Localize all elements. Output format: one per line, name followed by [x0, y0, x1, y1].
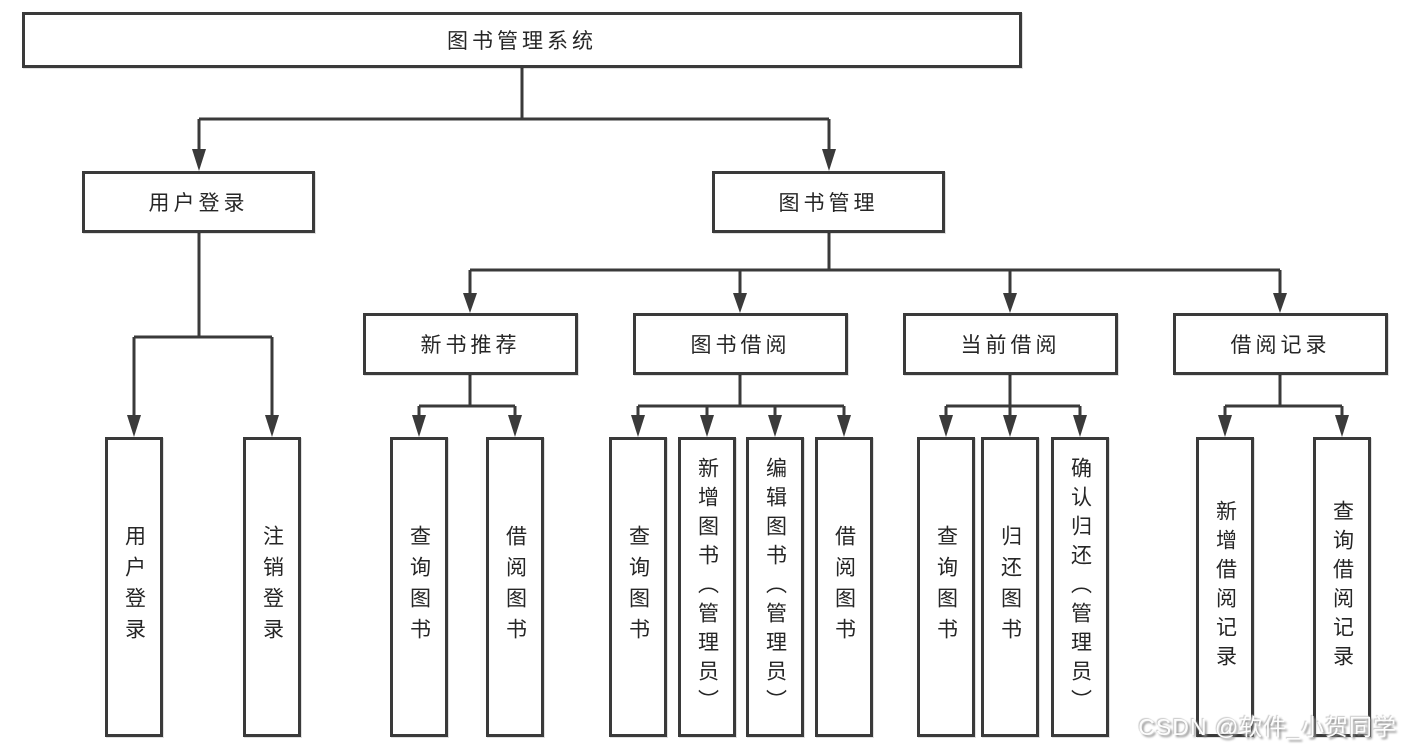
arrow-to-leaf-bb-add: [700, 415, 714, 437]
arrow-to-leaf-logout: [265, 415, 279, 437]
arrow-to-borrowing: [733, 293, 747, 313]
leaf-bb-edit-books-admin: 编辑图书（管理员）: [746, 437, 804, 737]
connector-new-book-to-leaves: [417, 375, 517, 419]
arrow-to-leaf-bb-edit: [768, 415, 782, 437]
node-library-management-system: 图书管理系统: [22, 12, 1022, 68]
node-new-book-recommend: 新书推荐: [363, 313, 578, 375]
leaf-cb-confirm-return-admin: 确认归还（管理员）: [1051, 437, 1109, 737]
leaf-br-add-record: 新增借阅记录: [1196, 437, 1254, 737]
leaf-bb-query-books: 查询图书: [609, 437, 667, 737]
leaf-cb-query-books: 查询图书: [917, 437, 975, 737]
arrow-to-leaf-login: [127, 415, 141, 437]
node-current-borrowing: 当前借阅: [903, 313, 1118, 375]
arrow-to-current: [1003, 293, 1017, 313]
arrow-to-leaf-cb-return: [1003, 415, 1017, 437]
arrow-to-leaf-nb-query: [412, 415, 426, 437]
leaf-logout: 注销登录: [243, 437, 301, 737]
node-user-login: 用户登录: [82, 171, 315, 233]
arrow-to-leaf-cb-query: [939, 415, 953, 437]
connector-borrowing-to-leaves: [636, 375, 846, 419]
leaf-cb-return-books: 归还图书: [981, 437, 1039, 737]
arrow-to-user-login: [192, 149, 206, 171]
arrow-to-records: [1273, 293, 1287, 313]
connector-records-to-leaves: [1223, 375, 1344, 419]
node-borrow-records: 借阅记录: [1173, 313, 1388, 375]
arrow-to-leaf-bb-borrow: [837, 415, 851, 437]
leaf-br-query-record: 查询借阅记录: [1313, 437, 1371, 737]
arrow-to-leaf-br-query: [1335, 415, 1349, 437]
leaf-user-login: 用户登录: [105, 437, 163, 737]
connector-book-mgmt-to-level3: [468, 233, 1282, 297]
leaf-nb-query-books: 查询图书: [390, 437, 448, 737]
arrow-to-leaf-bb-query: [631, 415, 645, 437]
connector-user-login-to-leaves: [132, 233, 274, 419]
arrow-to-leaf-cb-confirm: [1073, 415, 1087, 437]
arrow-to-leaf-nb-borrow: [508, 415, 522, 437]
leaf-bb-add-books-admin: 新增图书（管理员）: [678, 437, 736, 737]
connector-root-to-level2: [197, 68, 831, 153]
node-book-management: 图书管理: [712, 171, 945, 233]
connector-arrowheads: [127, 149, 1349, 437]
leaf-bb-borrow-books: 借阅图书: [815, 437, 873, 737]
leaf-nb-borrow-books: 借阅图书: [486, 437, 544, 737]
connector-lines: [132, 68, 1344, 419]
arrow-to-book-mgmt: [822, 149, 836, 171]
arrow-to-new-book: [463, 293, 477, 313]
arrow-to-leaf-br-add: [1218, 415, 1232, 437]
node-book-borrowing: 图书借阅: [633, 313, 848, 375]
connector-current-to-leaves: [944, 375, 1082, 419]
